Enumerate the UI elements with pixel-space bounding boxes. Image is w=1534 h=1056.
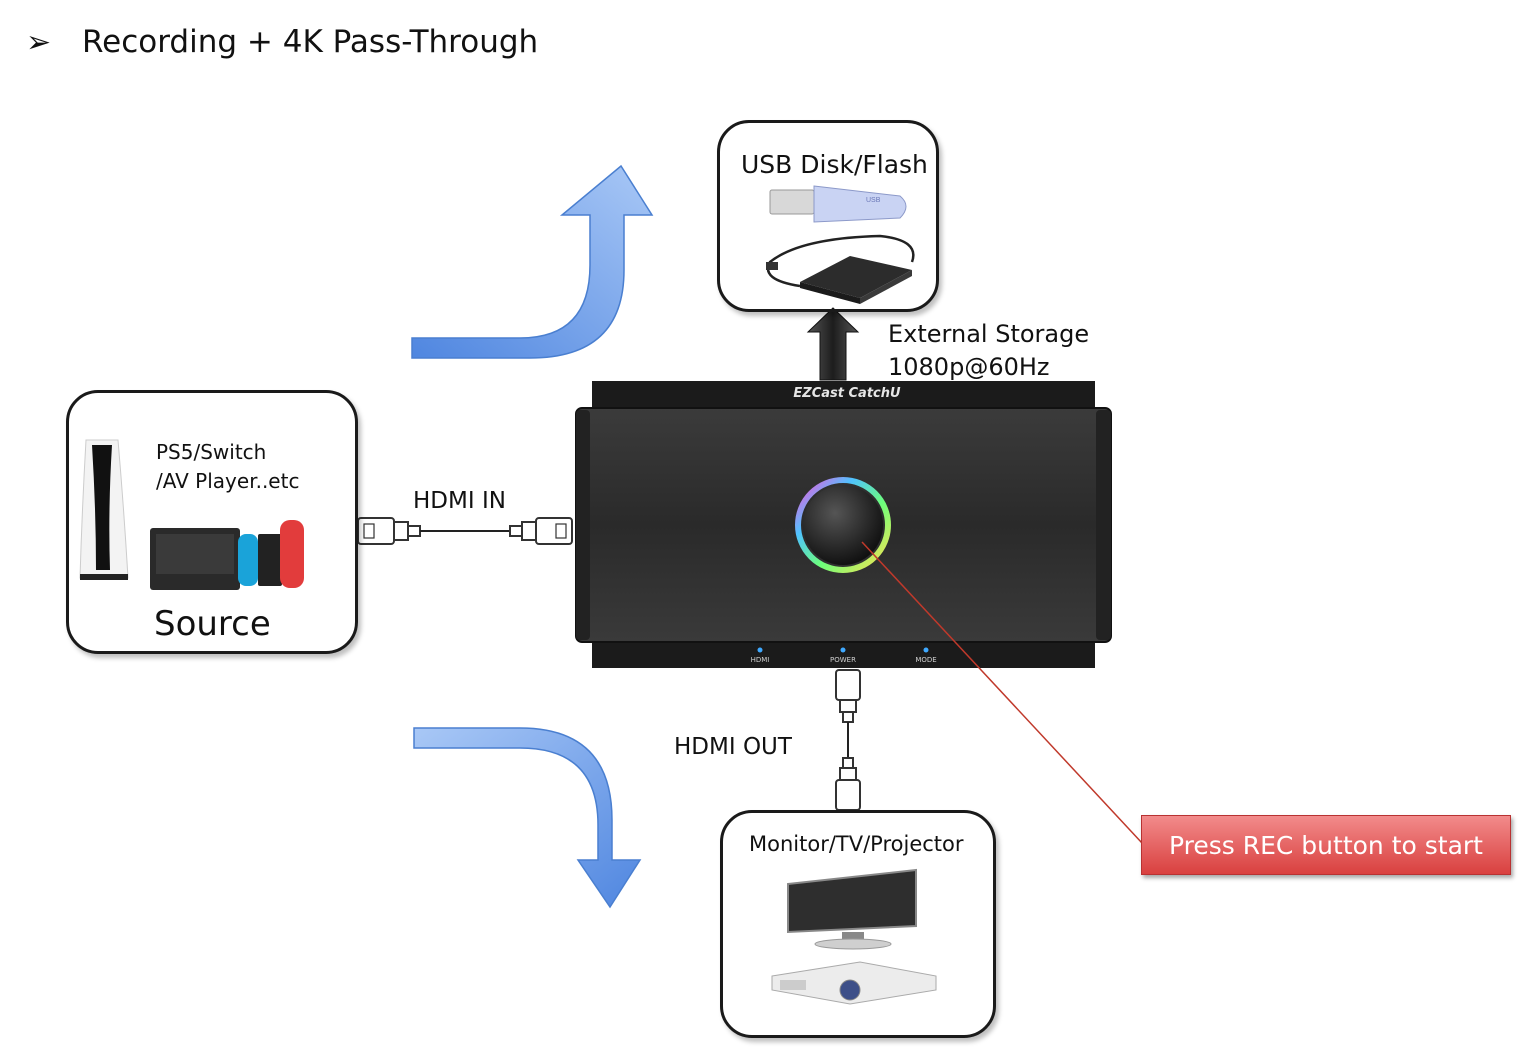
storage-arrow [806, 307, 860, 381]
led-label-mode: MODE [915, 656, 937, 664]
usb-stick-image: USB [769, 185, 907, 223]
source-box [66, 390, 358, 654]
led-label-power: POWER [830, 656, 856, 664]
bullet-arrow-icon: ➢ [26, 24, 52, 60]
device-brand: EZCast CatchU [793, 386, 901, 401]
ps5-console-image [79, 439, 129, 580]
display-box [720, 810, 996, 1038]
monitor-image [787, 868, 917, 950]
source-devices-line1: PS5/Switch [156, 440, 267, 464]
led-label-hdmi: HDMI [750, 656, 770, 664]
source-devices-line2: /AV Player..etc [156, 469, 300, 493]
callout-line [861, 541, 1143, 844]
display-title: Monitor/TV/Projector [749, 832, 964, 856]
storage-title: USB Disk/Flash [741, 150, 928, 179]
hdmi-in-label: HDMI IN [413, 488, 506, 514]
usb-stick-text: USB [866, 197, 881, 204]
flow-arrow-down [413, 727, 642, 909]
hdmi-out-label: HDMI OUT [674, 734, 792, 760]
external-storage-line2: 1080p@60Hz [888, 353, 1050, 381]
external-storage-line1: External Storage [888, 320, 1090, 348]
hdmi-in-cable [357, 517, 573, 545]
heading-text: Recording + 4K Pass-Through [82, 24, 539, 60]
rec-button-ring [795, 477, 891, 573]
ezcast-catchu-device [575, 381, 1112, 668]
rec-button [803, 485, 883, 565]
flow-arrow-up [411, 164, 654, 359]
rec-callout: Press REC button to start [1141, 815, 1511, 875]
switch-console-image [150, 520, 304, 590]
external-storage-label: External Storage 1080p@60Hz [888, 318, 1089, 384]
source-title: Source [154, 604, 271, 644]
hdmi-out-cable [835, 669, 861, 811]
section-heading: ➢ Recording + 4K Pass-Through [26, 20, 538, 64]
external-hdd-image [766, 234, 915, 304]
projector-image [771, 961, 937, 1005]
storage-box [717, 120, 939, 312]
source-devices-text: PS5/Switch /AV Player..etc [156, 438, 299, 496]
